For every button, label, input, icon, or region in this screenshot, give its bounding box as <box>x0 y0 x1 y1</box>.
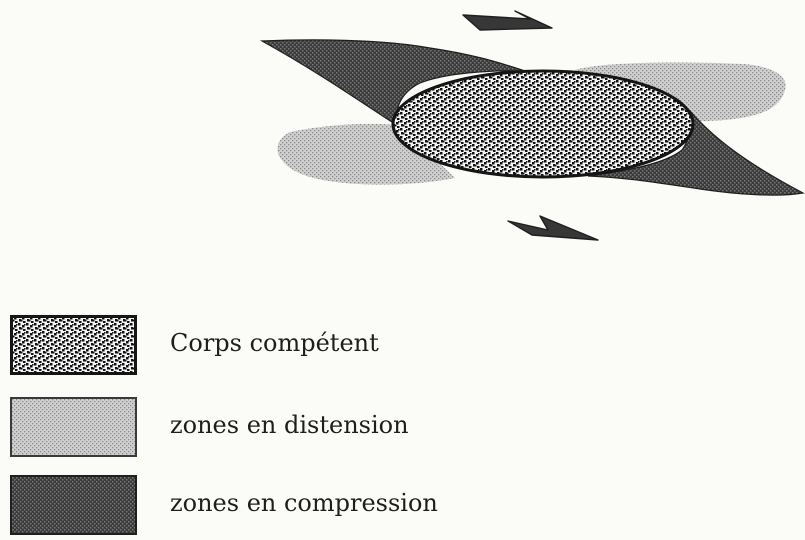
distension-swatch <box>10 397 137 457</box>
compression-swatch <box>10 475 137 535</box>
legend-item-distension: zones en distension <box>10 397 450 457</box>
legend-label-distension: zones en distension <box>170 411 409 439</box>
competent-swatch <box>10 315 137 375</box>
legend-label-compression: zones en compression <box>170 489 438 517</box>
half-arrow-right-icon <box>463 11 552 30</box>
half-arrow-left-icon <box>508 216 598 240</box>
legend-item-competent: Corps compétent <box>10 315 450 379</box>
legend-item-compression: zones en compression <box>10 475 450 535</box>
legend-label-competent: Corps compétent <box>170 329 379 357</box>
competent-body-ellipse <box>393 71 693 177</box>
